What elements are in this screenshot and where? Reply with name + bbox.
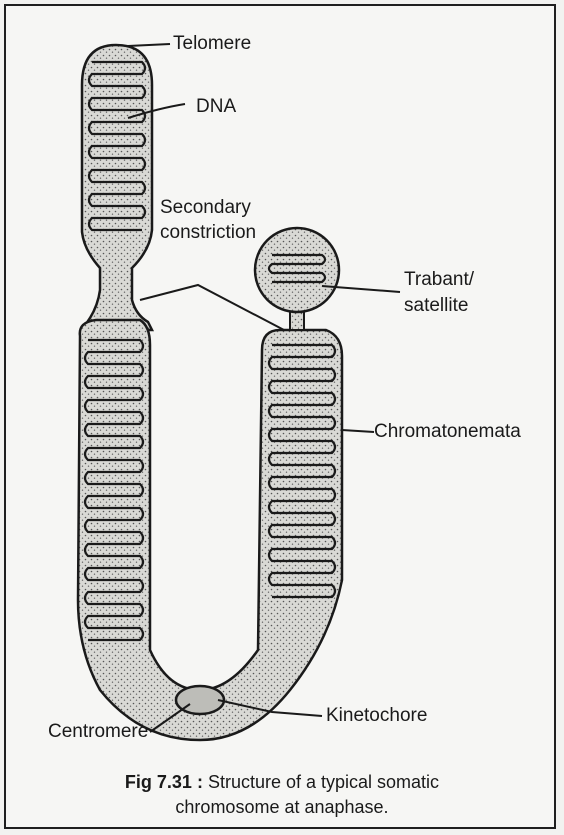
centromere-label: Centromere bbox=[48, 720, 148, 743]
telomere-label: Telomere bbox=[173, 32, 251, 55]
upper-arm bbox=[82, 45, 152, 330]
dna-label: DNA bbox=[196, 95, 236, 118]
chromosome-body bbox=[78, 320, 342, 740]
trabant-label-line1: Trabant/ bbox=[404, 268, 474, 291]
chromatonemata-leader bbox=[342, 430, 374, 432]
caption-line2: chromosome at anaphase. bbox=[20, 795, 544, 820]
trabant-label-line2: satellite bbox=[404, 294, 468, 317]
trabant-satellite bbox=[255, 228, 339, 312]
figure-number: Fig 7.31 : bbox=[125, 772, 203, 792]
secondary-constriction-label-line2: constriction bbox=[160, 221, 256, 244]
kinetochore-label: Kinetochore bbox=[326, 704, 427, 727]
secondary-constriction-label-line1: Secondary bbox=[160, 196, 251, 219]
figure-caption: Fig 7.31 : Structure of a typical somati… bbox=[20, 770, 544, 820]
telomere-leader bbox=[128, 44, 170, 46]
chromatonemata-label: Chromatonemata bbox=[374, 420, 521, 443]
caption-line1: Structure of a typical somatic bbox=[208, 772, 439, 792]
